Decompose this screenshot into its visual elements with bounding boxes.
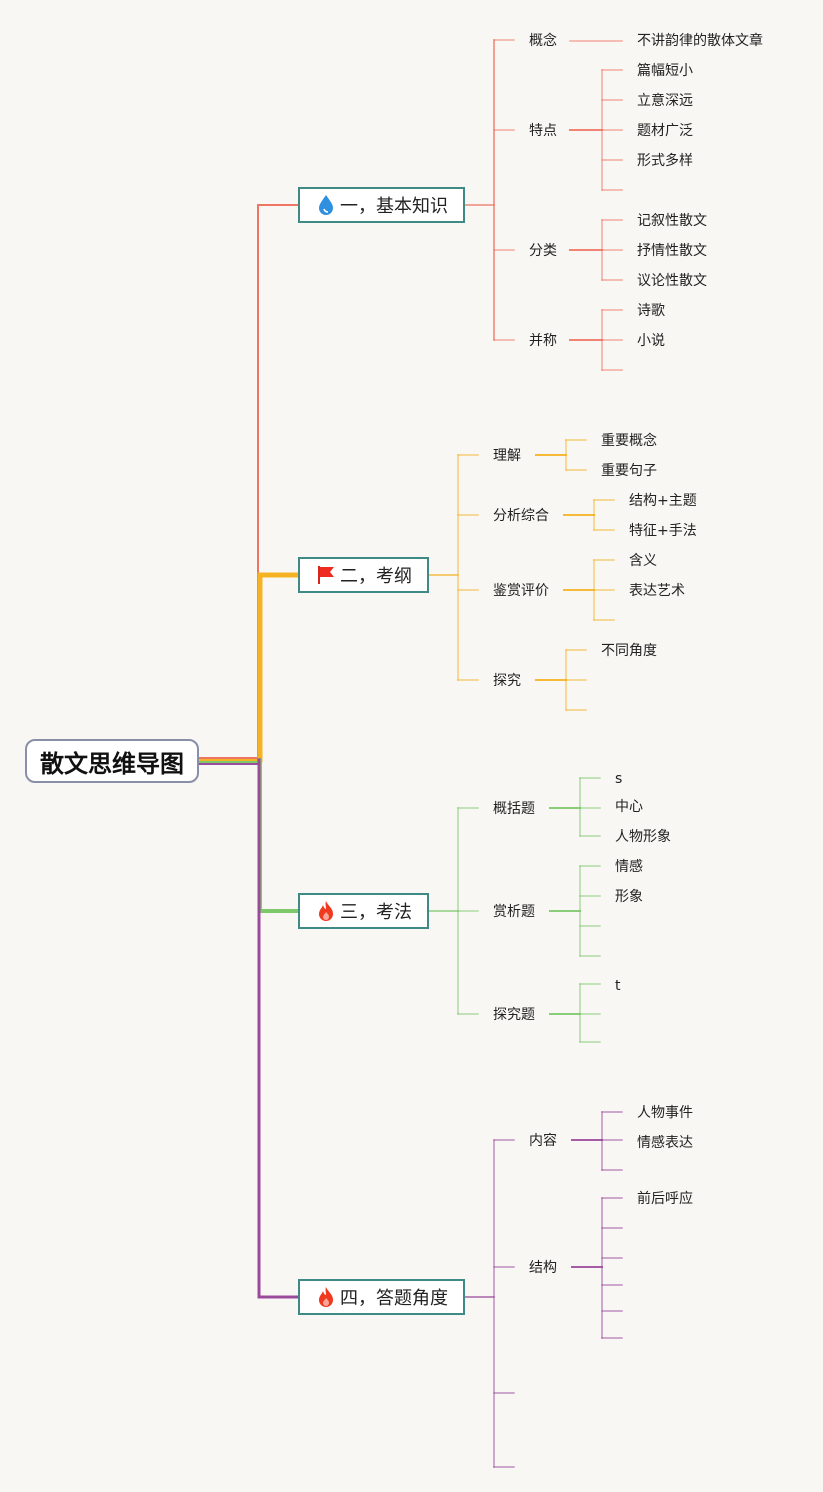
topic-concept[interactable]: 概念 (529, 33, 557, 49)
leaf-text[interactable]: 题材广泛 (637, 123, 693, 139)
red-flag-icon (316, 564, 336, 586)
leaf-text[interactable]: 篇幅短小 (637, 63, 693, 79)
leaf-text[interactable]: s (615, 771, 623, 787)
leaf-text[interactable]: 诗歌 (637, 303, 665, 319)
leaf-text[interactable]: 中心 (615, 799, 643, 815)
leaf-text[interactable]: 小说 (637, 333, 665, 349)
topic-categories[interactable]: 分类 (529, 243, 557, 259)
leaf-text[interactable]: t (615, 978, 621, 994)
leaf-text[interactable]: 情感表达 (637, 1135, 693, 1151)
leaf-text[interactable]: 表达艺术 (629, 583, 685, 599)
branch-node-answer-angles[interactable]: 四，答题角度 (298, 1279, 465, 1315)
leaf-text[interactable]: 人物事件 (637, 1105, 693, 1121)
topic-understanding[interactable]: 理解 (493, 448, 521, 464)
leaf-text[interactable]: 特征+手法 (629, 523, 697, 539)
fire-icon (316, 900, 336, 922)
water-drop-icon (316, 194, 336, 216)
leaf-text[interactable]: 含义 (629, 553, 657, 569)
branch-label: 三，考法 (340, 902, 412, 923)
leaf-text[interactable]: 形象 (615, 889, 643, 905)
topic-content[interactable]: 内容 (529, 1133, 557, 1149)
topic-features[interactable]: 特点 (529, 123, 557, 139)
leaf-text[interactable]: 立意深远 (637, 93, 693, 109)
topic-juxtaposed[interactable]: 并称 (529, 333, 557, 349)
branch-node-basic-knowledge[interactable]: 一，基本知识 (298, 187, 465, 223)
leaf-text[interactable]: 记叙性散文 (637, 213, 707, 229)
leaf-text[interactable]: 重要概念 (601, 433, 657, 449)
branch-node-syllabus[interactable]: 二，考纲 (298, 557, 429, 593)
topic-structure[interactable]: 结构 (529, 1260, 557, 1276)
branch-label: 二，考纲 (340, 566, 412, 587)
topic-inquiry-question[interactable]: 探究题 (493, 1007, 535, 1023)
leaf-text[interactable]: 情感 (615, 859, 643, 875)
root-node[interactable]: 散文思维导图 (25, 739, 199, 783)
topic-analysis[interactable]: 分析综合 (493, 508, 549, 524)
branch-label: 一，基本知识 (340, 196, 448, 217)
leaf-text[interactable]: 人物形象 (615, 829, 671, 845)
leaf-text[interactable]: 不讲韵律的散体文章 (637, 33, 763, 49)
root-title: 散文思维导图 (40, 749, 184, 778)
topic-appreciation-question[interactable]: 赏析题 (493, 904, 535, 920)
topic-summary-question[interactable]: 概括题 (493, 801, 535, 817)
leaf-text[interactable]: 议论性散文 (637, 273, 707, 289)
leaf-text[interactable]: 前后呼应 (637, 1191, 693, 1207)
leaf-text[interactable]: 形式多样 (637, 153, 693, 169)
leaf-text[interactable]: 不同角度 (601, 643, 657, 659)
topic-appreciation[interactable]: 鉴赏评价 (493, 583, 549, 599)
leaf-text[interactable]: 抒情性散文 (637, 243, 707, 259)
branch-label: 四，答题角度 (340, 1288, 448, 1309)
topic-inquiry[interactable]: 探究 (493, 673, 521, 689)
branch-node-exam-methods[interactable]: 三，考法 (298, 893, 429, 929)
leaf-text[interactable]: 重要句子 (601, 463, 657, 479)
leaf-text[interactable]: 结构+主题 (629, 493, 697, 509)
fire-icon (316, 1286, 336, 1308)
